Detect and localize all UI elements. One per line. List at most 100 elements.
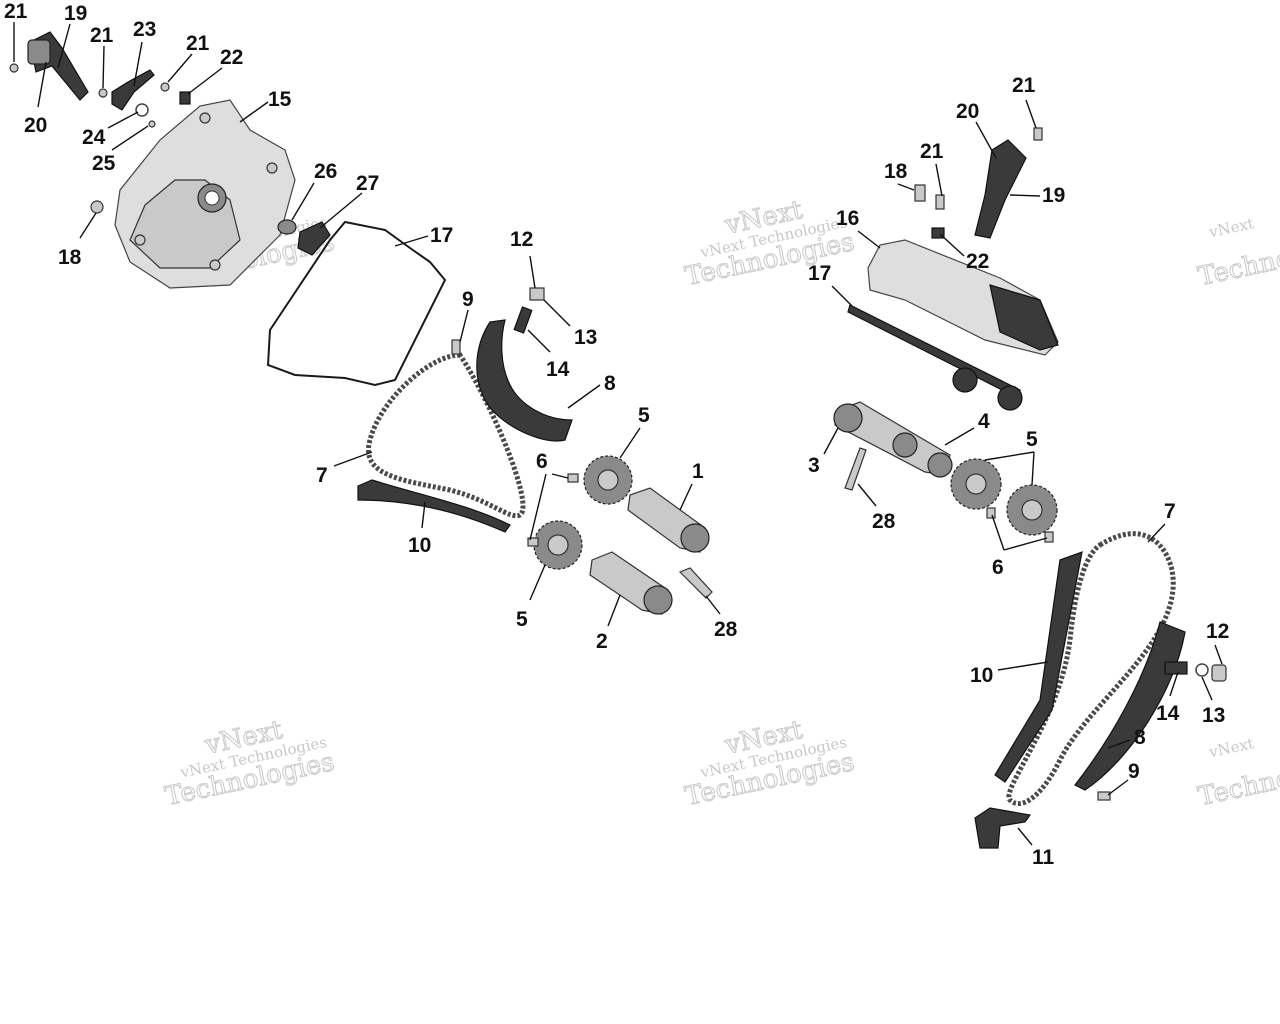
pin-left-22 [179, 91, 191, 105]
callout-label: 21 [4, 0, 28, 23]
oring-right-13 [1195, 663, 1209, 677]
sprocket-hub [597, 469, 619, 491]
bolt-left-18 [90, 200, 104, 214]
callout-label: 22 [220, 46, 243, 69]
valve-cover-left [114, 99, 296, 289]
camshaft-right [833, 401, 953, 478]
bolt-left-6b [527, 537, 539, 547]
callout-label: 20 [956, 100, 979, 123]
camshaft-left-1 [627, 487, 710, 553]
callout-label: 5 [638, 404, 650, 427]
sprocket-hub [965, 473, 987, 495]
seal-left-26 [277, 219, 297, 235]
bolt-right-18 [914, 184, 926, 202]
callout-label: 16 [836, 207, 859, 230]
callout-label: 6 [536, 450, 548, 473]
callout-label: 9 [1128, 760, 1140, 783]
callout-label: 12 [510, 228, 533, 251]
callout-label: 21 [1012, 74, 1036, 97]
callout-label: 21 [90, 24, 114, 47]
callout-label: 23 [133, 18, 156, 41]
callout-label: 13 [1202, 704, 1225, 727]
callout-label: 10 [970, 664, 993, 687]
callout-label: 6 [992, 556, 1004, 579]
bolt-right-9 [1097, 791, 1111, 801]
watermark-text: Technologies [1196, 747, 1280, 812]
timing-chain-right [1006, 531, 1176, 807]
sensor-left-27 [297, 221, 331, 256]
pin-right-22 [931, 227, 945, 239]
callout-label: 2 [596, 630, 608, 653]
callout-label: 27 [356, 172, 379, 195]
camshaft-left-2 [589, 551, 673, 615]
callout-label: 14 [546, 358, 570, 381]
chain-guide-right [994, 551, 1083, 783]
callout-label: 18 [58, 246, 82, 269]
watermark-text: Technologies [1196, 227, 1280, 292]
oring-left-24 [135, 103, 149, 117]
callout-label: 20 [24, 114, 47, 137]
callout-label: 26 [314, 160, 337, 183]
callout-label: 28 [872, 510, 896, 533]
callout-label: 7 [1164, 500, 1176, 523]
sensor-right-28 [844, 447, 867, 491]
plug-left-12 [529, 287, 545, 301]
sensor-left-23 [111, 69, 155, 111]
callout-label: 24 [82, 126, 106, 149]
tensioner-guide-right [1074, 621, 1186, 791]
callout-label: 5 [516, 608, 528, 631]
ignition-coil-right [974, 139, 1027, 239]
bolt-left-21c [160, 82, 170, 92]
bolt-left-6a [567, 473, 579, 483]
callout-label: 21 [920, 140, 944, 163]
callout-label: 21 [186, 32, 210, 55]
callout-label: 11 [1032, 846, 1055, 869]
callout-label: 25 [92, 152, 116, 175]
callout-label: 1 [692, 460, 704, 483]
callout-label: 8 [1134, 726, 1146, 749]
tensioner-right-14 [1164, 661, 1188, 675]
sensor-left-28 [678, 567, 713, 599]
callout-label: 9 [462, 288, 474, 311]
bolt-right-21b [935, 194, 945, 210]
bolt-right-21a [1033, 127, 1043, 141]
callout-label: 3 [808, 454, 820, 477]
callout-label: 4 [978, 410, 990, 433]
callout-label: 18 [884, 160, 908, 183]
callout-label: 28 [714, 618, 738, 641]
left-assembly [9, 31, 713, 615]
sprocket-hub [1021, 499, 1043, 521]
timing-chain-left [366, 352, 526, 519]
bolt-left-21b [98, 88, 108, 98]
bolt-left-21a [9, 63, 19, 73]
watermark-text: vNext [1207, 734, 1256, 761]
callout-label: 7 [316, 464, 328, 487]
right-assembly [833, 127, 1227, 849]
chain-guide-left [357, 479, 511, 533]
valve-cover-right-shade [989, 284, 1059, 351]
callout-label: 8 [604, 372, 616, 395]
plug-right-12 [1211, 664, 1227, 682]
bolt-left-25 [148, 120, 156, 128]
callout-label: 19 [1042, 184, 1065, 207]
callout-label: 15 [268, 88, 292, 111]
callout-label: 13 [574, 326, 597, 349]
sprocket-hub [547, 534, 569, 556]
watermark-group: vNext vNext Technologies Technologies vN… [162, 195, 1280, 813]
callout-label: 17 [808, 262, 831, 285]
callout-label: 5 [1026, 428, 1038, 451]
guide-bracket-right-11 [974, 807, 1032, 849]
callout-labels: 21 19 20 21 23 21 22 15 24 25 26 27 18 1… [4, 0, 1229, 869]
callout-label: 10 [408, 534, 431, 557]
gasket-lobe [952, 367, 978, 393]
tensioner-left-14 [513, 306, 533, 334]
bolt-right-6a [986, 507, 996, 519]
bolt-right-6b [1044, 531, 1054, 543]
watermark-text: vNext [1207, 214, 1256, 241]
gasket-lobe [997, 385, 1023, 411]
callout-label: 22 [966, 250, 989, 273]
callout-label: 17 [430, 224, 453, 247]
callout-label: 19 [64, 2, 87, 25]
bolt-left-9 [451, 339, 461, 355]
